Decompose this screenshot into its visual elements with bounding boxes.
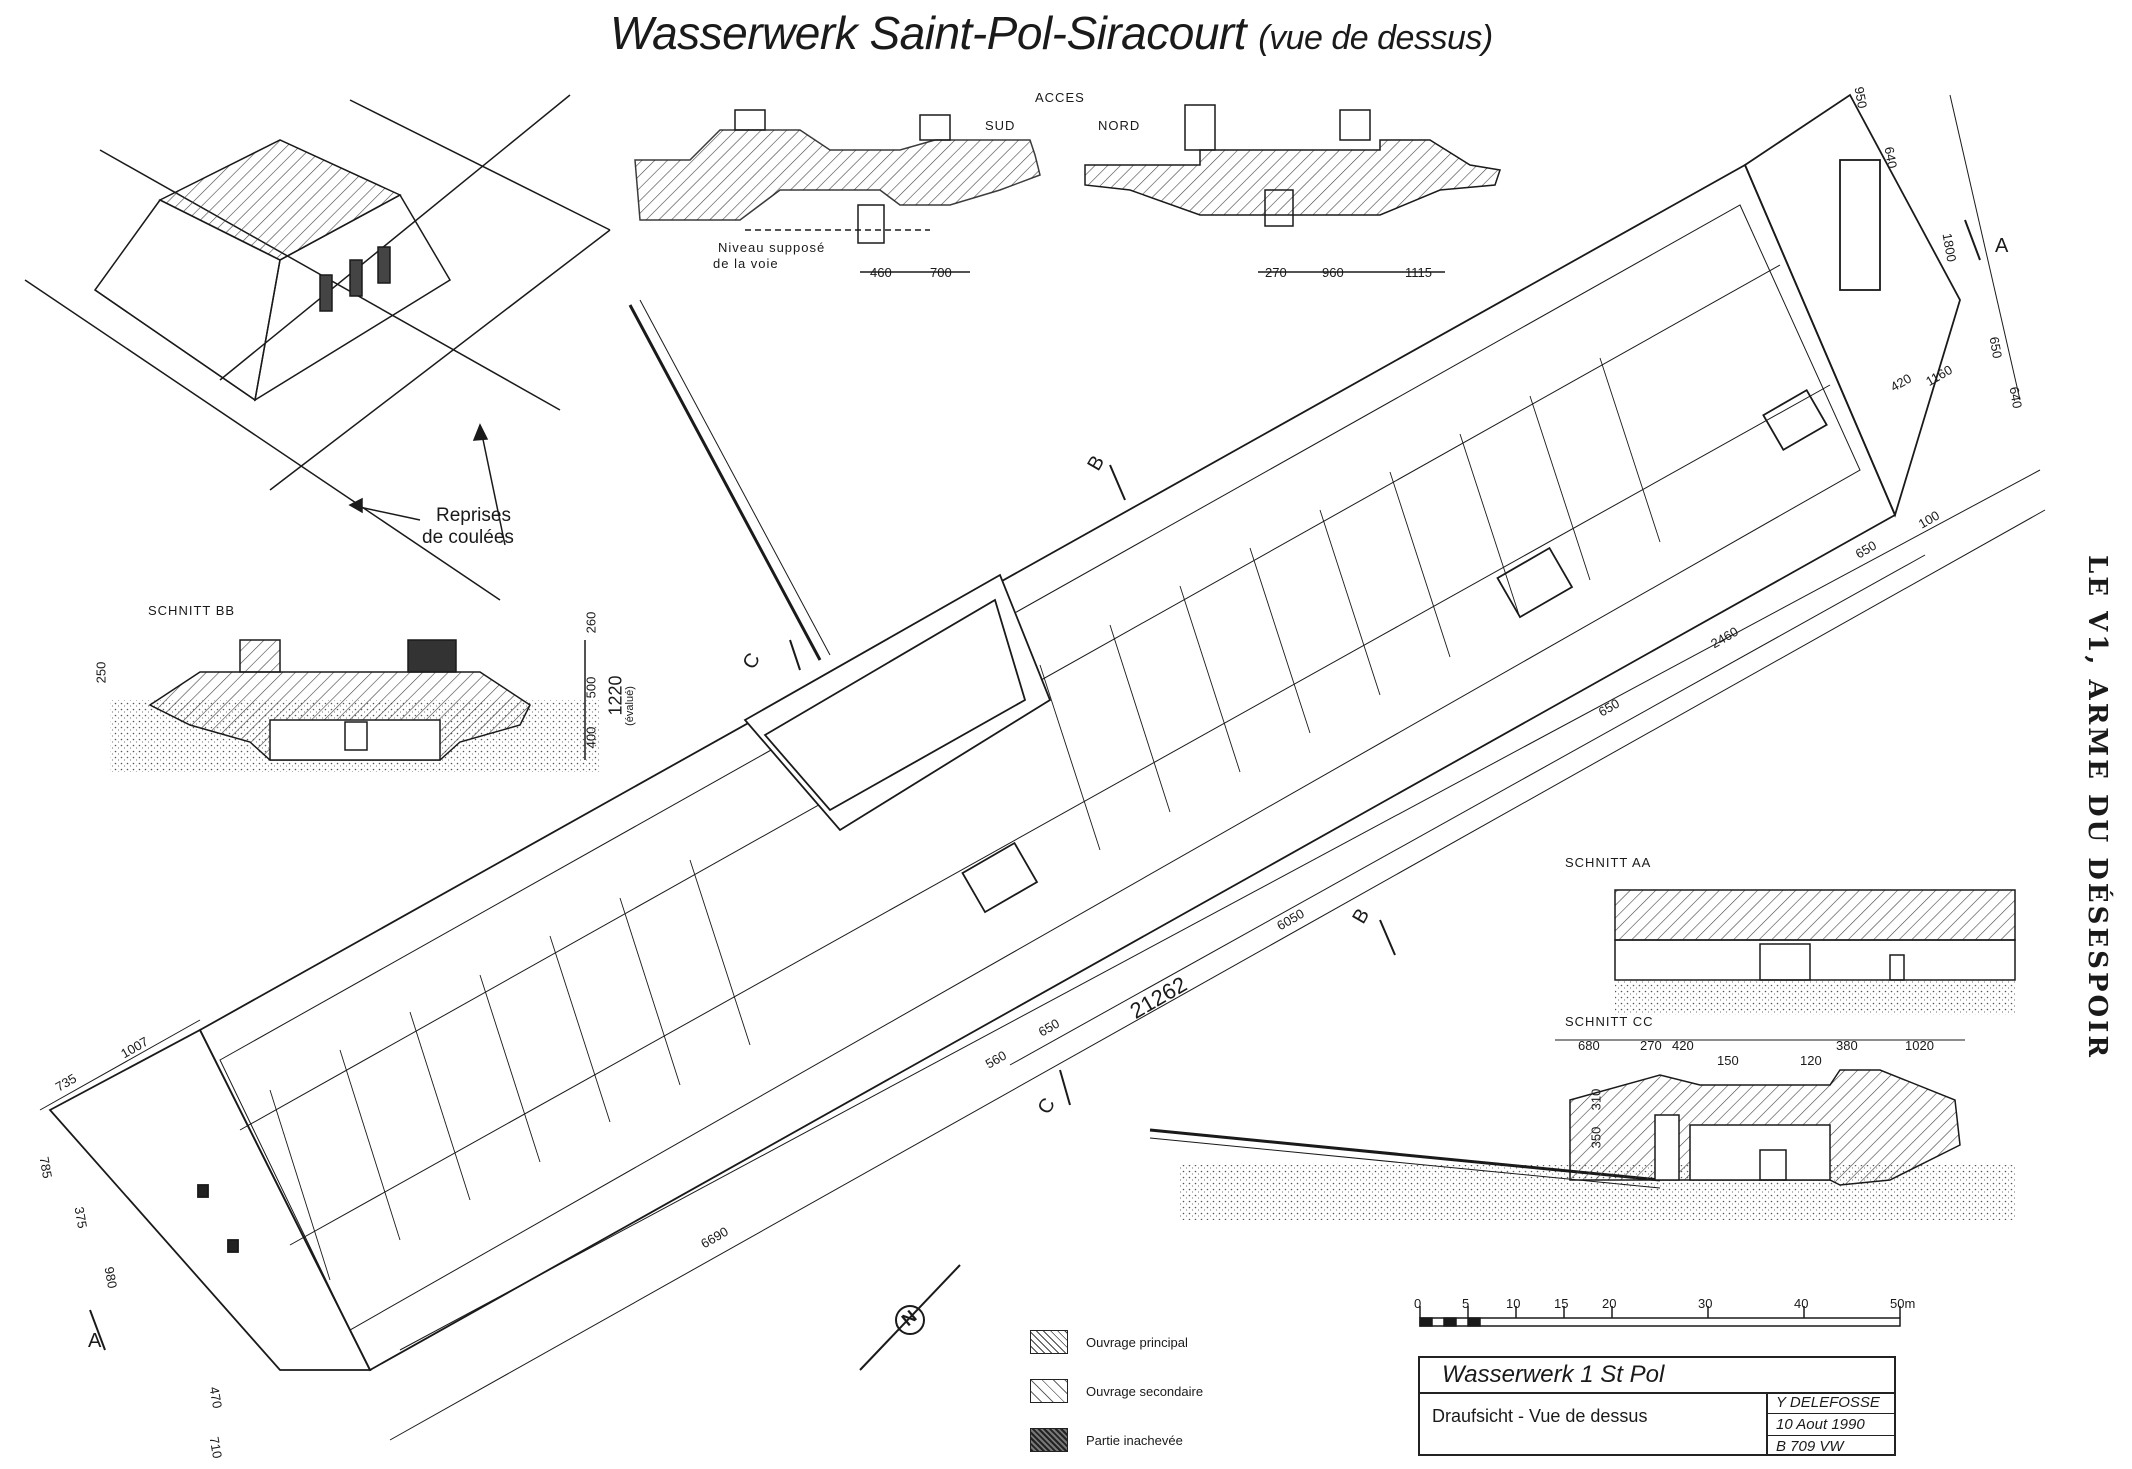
schnitt-cc-dim-680: 680	[1578, 1038, 1600, 1053]
legend-swatch-secondaire	[1030, 1379, 1068, 1403]
schnitt-bb-evalue: (évalué)	[623, 686, 636, 726]
schnitt-cc-dim-380: 380	[1836, 1038, 1858, 1053]
title-sub: (vue de dessus)	[1258, 19, 1493, 57]
scale-bar	[1419, 1306, 1901, 1327]
acces-dim-1115: 1115	[1405, 265, 1432, 280]
acces-dim-960: 960	[1322, 265, 1344, 280]
scale-tick-20: 20	[1602, 1296, 1617, 1311]
schnitt-cc	[1149, 1039, 2015, 1220]
side-text: LE V1, ARME DU DÉSESPOIR	[2082, 555, 2112, 1060]
scale-tick-10: 10	[1506, 1296, 1521, 1311]
schnitt-bb-dim-260: 260	[583, 611, 599, 634]
scale-tick-50m: 50m	[1890, 1296, 1916, 1311]
schnitt-cc-dim-150: 150	[1717, 1053, 1739, 1068]
legend-item-secondaire: Ouvrage secondaire	[1030, 1377, 1203, 1405]
schnitt-cc-dim-310: 310	[1588, 1088, 1604, 1111]
main-plan	[39, 93, 2046, 1441]
title-block-title: Wasserwerk 1 St Pol	[1420, 1358, 1894, 1394]
schnitt-cc-dim-1020: 1020	[1905, 1038, 1934, 1053]
scale-tick-40: 40	[1794, 1296, 1809, 1311]
acces-nord: NORD	[1098, 118, 1141, 133]
schnitt-cc-dim-270: 270	[1640, 1038, 1662, 1053]
legend-swatch-inachevee	[1030, 1428, 1068, 1452]
legend-item-inachevee: Partie inachevée	[1030, 1426, 1183, 1454]
title-block: Wasserwerk 1 St Pol Draufsicht - Vue de …	[1418, 1356, 1896, 1456]
acces-dim-460: 460	[870, 265, 892, 280]
schnitt-aa-title: SCHNITT AA	[1565, 855, 1652, 870]
schnitt-cc-dim-350: 350	[1588, 1126, 1604, 1149]
section-mark-a-left: A	[88, 1330, 102, 1352]
scale-tick-0: 0	[1414, 1296, 1422, 1311]
scale-tick-15: 15	[1554, 1296, 1569, 1311]
legend-label-secondaire: Ouvrage secondaire	[1086, 1383, 1204, 1399]
schnitt-bb-title: SCHNITT BB	[148, 603, 236, 618]
title-main: Wasserwerk Saint-Pol-Siracourt	[610, 7, 1247, 59]
legend-swatch-principal	[1030, 1330, 1068, 1354]
title-block-meta: Y DELEFOSSE 10 Aout 1990 B 709 VW	[1766, 1392, 1894, 1456]
iso-note-line2: de coulées	[422, 527, 514, 548]
schnitt-bb-dim-400: 400	[583, 726, 599, 749]
acces-sections	[634, 104, 1501, 273]
drawing-title: Wasserwerk Saint-Pol-Siracourt (vue de d…	[610, 6, 1493, 60]
acces-sud: SUD	[985, 118, 1016, 133]
scale-tick-30: 30	[1698, 1296, 1713, 1311]
isometric-view	[24, 94, 611, 601]
legend-label-principal: Ouvrage principal	[1086, 1334, 1188, 1350]
schnitt-cc-dim-120: 120	[1800, 1053, 1822, 1068]
iso-note-line1: Reprises	[436, 505, 511, 526]
acces-dim-270: 270	[1265, 265, 1287, 280]
acces-niveau-line1: Niveau supposé	[718, 240, 826, 255]
legend-label-inachevee: Partie inachevée	[1086, 1432, 1183, 1448]
legend-item-principal: Ouvrage principal	[1030, 1328, 1188, 1356]
schnitt-aa	[1614, 889, 2016, 1015]
schnitt-bb-dim-250: 250	[93, 661, 109, 684]
acces-dim-700: 700	[930, 265, 952, 280]
title-block-author: Y DELEFOSSE	[1768, 1392, 1894, 1414]
title-block-subtitle: Draufsicht - Vue de dessus	[1432, 1406, 1648, 1426]
title-block-date: 10 Aout 1990	[1768, 1414, 1894, 1436]
acces-title: ACCES	[1035, 90, 1085, 105]
title-block-ref: B 709 VW	[1776, 1438, 1844, 1455]
section-mark-a-right: A	[1995, 235, 2009, 257]
scale-tick-5: 5	[1462, 1296, 1470, 1311]
schnitt-cc-title: SCHNITT CC	[1565, 1014, 1654, 1029]
acces-niveau-line2: de la voie	[713, 256, 779, 271]
schnitt-bb	[110, 639, 600, 772]
schnitt-bb-dim-500: 500	[583, 676, 599, 699]
schnitt-cc-dim-420: 420	[1672, 1038, 1694, 1053]
